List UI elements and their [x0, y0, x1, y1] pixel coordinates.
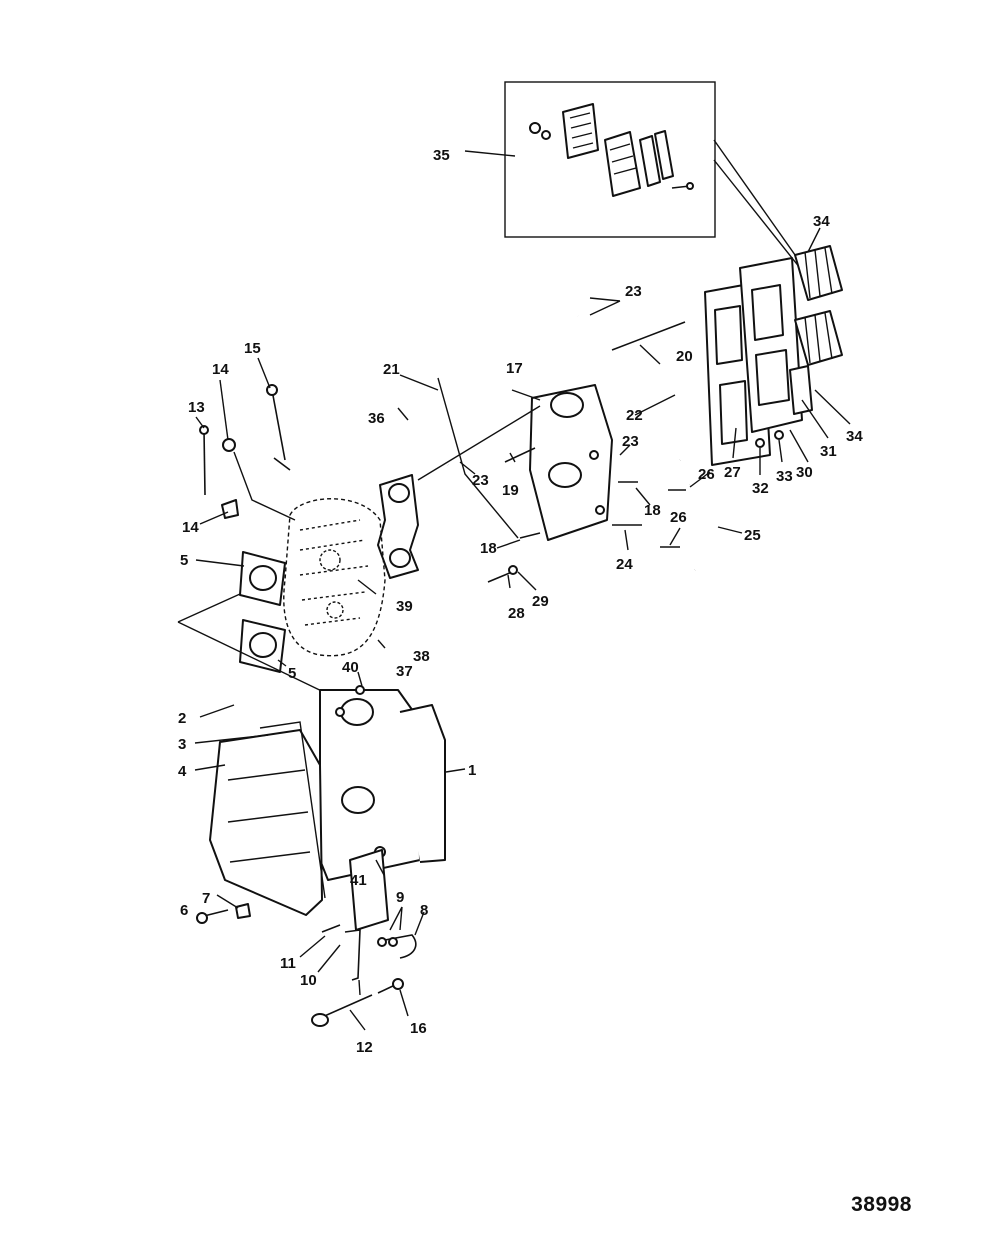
- callout-5-upper: 5: [180, 552, 188, 569]
- gasket-5-lower: [239, 619, 286, 673]
- callout-14-lower: 14: [182, 519, 199, 536]
- callout-39: 39: [396, 598, 413, 615]
- callout-18-right: 18: [644, 502, 661, 519]
- callout-12: 12: [356, 1039, 373, 1056]
- gasket-5-upper: [239, 551, 286, 606]
- figure-number: 38998: [851, 1193, 912, 1216]
- callout-7: 7: [202, 890, 210, 907]
- silencer-base: [319, 685, 446, 881]
- callout-29: 29: [532, 593, 549, 610]
- callout-26-upper: 26: [698, 466, 715, 483]
- callout-17: 17: [506, 360, 523, 377]
- callout-2: 2: [178, 710, 186, 727]
- callout-40: 40: [342, 659, 359, 676]
- fittings: [487, 447, 719, 583]
- callout-10: 10: [300, 972, 317, 989]
- reed-plate-assembly: [704, 245, 843, 466]
- callout-32: 32: [752, 480, 769, 497]
- callout-6: 6: [180, 902, 188, 919]
- callout-34-top: 34: [813, 213, 830, 230]
- carburetor: [283, 498, 386, 657]
- callout-30: 30: [796, 464, 813, 481]
- callout-20: 20: [676, 348, 693, 365]
- callout-4: 4: [178, 763, 187, 780]
- callout-5-lower: 5: [288, 665, 296, 682]
- callout-26-lower: 26: [670, 509, 687, 526]
- leader-lines: [194, 150, 851, 1031]
- callout-28: 28: [508, 605, 525, 622]
- callout-27: 27: [724, 464, 741, 481]
- callout-1: 1: [468, 762, 476, 779]
- silencer-cover: [209, 721, 326, 916]
- callout-35: 35: [433, 147, 450, 164]
- intake-manifold: [529, 384, 613, 541]
- callout-23-left: 23: [472, 472, 489, 489]
- callout-19: 19: [502, 482, 519, 499]
- callout-24: 24: [616, 556, 633, 573]
- callout-16: 16: [410, 1020, 427, 1037]
- callout-31: 31: [820, 443, 837, 460]
- callout-23-top: 23: [625, 283, 642, 300]
- callout-22: 22: [626, 407, 643, 424]
- callout-25: 25: [744, 527, 761, 544]
- callout-13: 13: [188, 399, 205, 416]
- callout-37: 37: [396, 663, 413, 680]
- callout-9: 9: [396, 889, 404, 906]
- callout-23-mid: 23: [622, 433, 639, 450]
- callout-38: 38: [413, 648, 430, 665]
- reed-kit-inset: [504, 81, 801, 269]
- callout-14-upper: 14: [212, 361, 229, 378]
- callout-labels: 1 2 3 4 5 5 6 7 8 9 10 11 12 13 14 14 15…: [178, 147, 863, 1056]
- gasket-36: [377, 405, 541, 579]
- callout-8: 8: [420, 902, 428, 919]
- callout-15: 15: [244, 340, 261, 357]
- callout-34-bottom: 34: [846, 428, 863, 445]
- linkage: [199, 384, 296, 521]
- callout-41: 41: [350, 872, 367, 889]
- callout-21: 21: [383, 361, 400, 378]
- hoses: [437, 290, 689, 539]
- callout-33: 33: [776, 468, 793, 485]
- callout-3: 3: [178, 736, 186, 753]
- choke-linkage: [196, 849, 417, 1027]
- callout-36: 36: [368, 410, 385, 427]
- callout-18-left: 18: [480, 540, 497, 557]
- callout-11: 11: [280, 955, 296, 972]
